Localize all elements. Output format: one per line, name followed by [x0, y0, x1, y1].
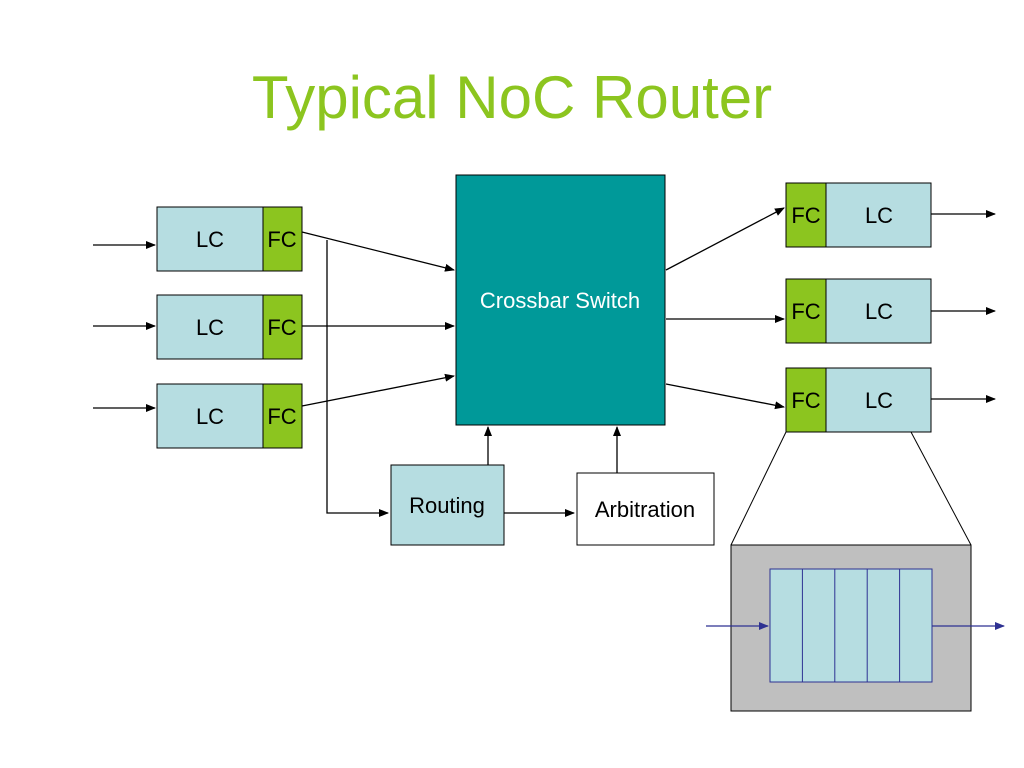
input-to-crossbar-arrow — [301, 231, 455, 272]
output-port-1: FC LC — [785, 182, 996, 248]
link-controller-box — [156, 383, 264, 449]
route-request-line — [326, 240, 389, 517]
link-controller-label: LC — [196, 315, 224, 340]
zoom-line-right — [910, 431, 972, 546]
arbitration-box — [576, 472, 715, 546]
input-port-3: LC FC — [93, 383, 303, 449]
buffer-queue — [769, 568, 933, 683]
link-controller-label: LC — [865, 299, 893, 324]
flow-control-box — [785, 367, 827, 433]
output-port-3: FC LC — [785, 367, 996, 433]
crossbar-switch: Crossbar Switch — [455, 174, 666, 426]
zoom-line-left — [730, 431, 787, 546]
arbitration-label: Arbitration — [595, 497, 695, 522]
flow-control-label: FC — [267, 404, 296, 429]
link-controller-box — [156, 294, 264, 360]
routing-unit: Routing — [390, 464, 505, 546]
routing-box — [390, 464, 505, 546]
crossbar-box — [455, 174, 666, 426]
link-controller-label: LC — [196, 404, 224, 429]
crossbar-to-output-arrow — [665, 207, 785, 271]
link-controller-label: LC — [865, 388, 893, 413]
output-port-2: FC LC — [785, 278, 996, 344]
routing-label: Routing — [409, 493, 485, 518]
flow-control-label: FC — [791, 299, 820, 324]
flow-control-label: FC — [267, 227, 296, 252]
flow-control-label: FC — [791, 388, 820, 413]
flow-control-box — [785, 182, 827, 248]
flow-control-box — [262, 383, 303, 449]
crossbar-label: Crossbar Switch — [480, 288, 640, 313]
flow-control-label: FC — [791, 203, 820, 228]
crossbar-to-output-arrow — [665, 383, 785, 410]
link-controller-box — [156, 206, 264, 272]
link-controller-box — [825, 278, 932, 344]
link-controller-box — [825, 182, 932, 248]
flow-control-box — [262, 294, 303, 360]
input-to-crossbar-arrow — [301, 373, 455, 407]
input-port-1: LC FC — [93, 206, 303, 272]
buffer-slot-dividers — [801, 569, 901, 682]
link-controller-label: LC — [865, 203, 893, 228]
slide-title: Typical NoC Router — [251, 64, 773, 131]
link-controller-box — [825, 367, 932, 433]
input-port-2: LC FC — [93, 294, 303, 360]
flow-control-box — [262, 206, 303, 272]
buffer-detail — [706, 431, 1005, 712]
link-controller-label: LC — [196, 227, 224, 252]
flow-control-label: FC — [267, 315, 296, 340]
arbitration-unit: Arbitration — [576, 472, 715, 546]
